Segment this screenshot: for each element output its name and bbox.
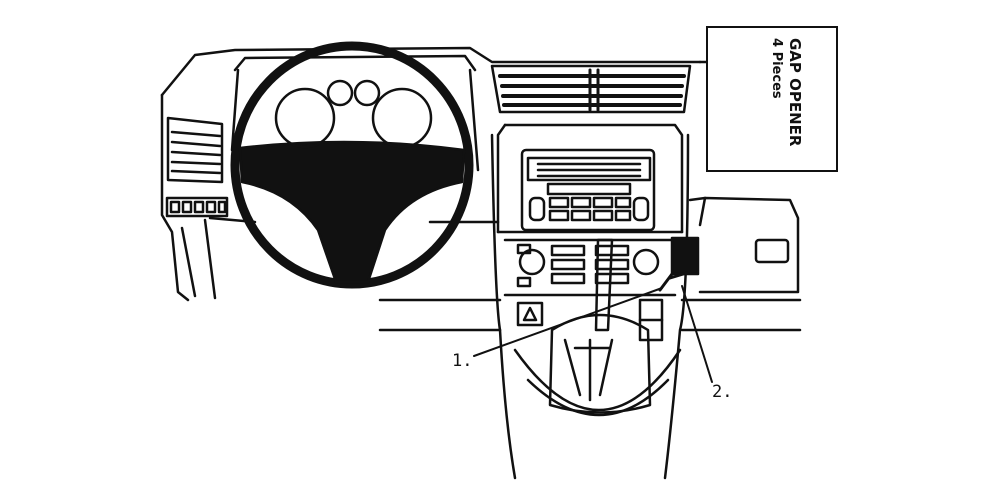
left-air-vent [166,116,224,184]
instrument-cluster [274,79,433,149]
mounting-bracket [658,236,700,292]
hazard-switch-panel [516,298,664,342]
gap-opener-text: GAP OPENER 4 Pieces [769,38,820,164]
callout-1-label: 1. [452,351,473,371]
climate-controls [516,243,660,288]
right-dashboard [378,60,802,332]
callout-leaders [473,285,713,383]
radio-unit [520,148,656,232]
gap-opener-title: GAP OPENER [786,38,804,147]
steering-wheel [230,41,474,289]
gear-shifter [513,238,682,417]
left-switch-row [165,196,229,218]
center-air-vents [490,64,692,114]
callout-2-label: 2. [712,382,733,402]
gap-opener-count: 4 Pieces [769,38,784,99]
gap-opener-inset: GAP OPENER 4 Pieces [706,26,838,172]
